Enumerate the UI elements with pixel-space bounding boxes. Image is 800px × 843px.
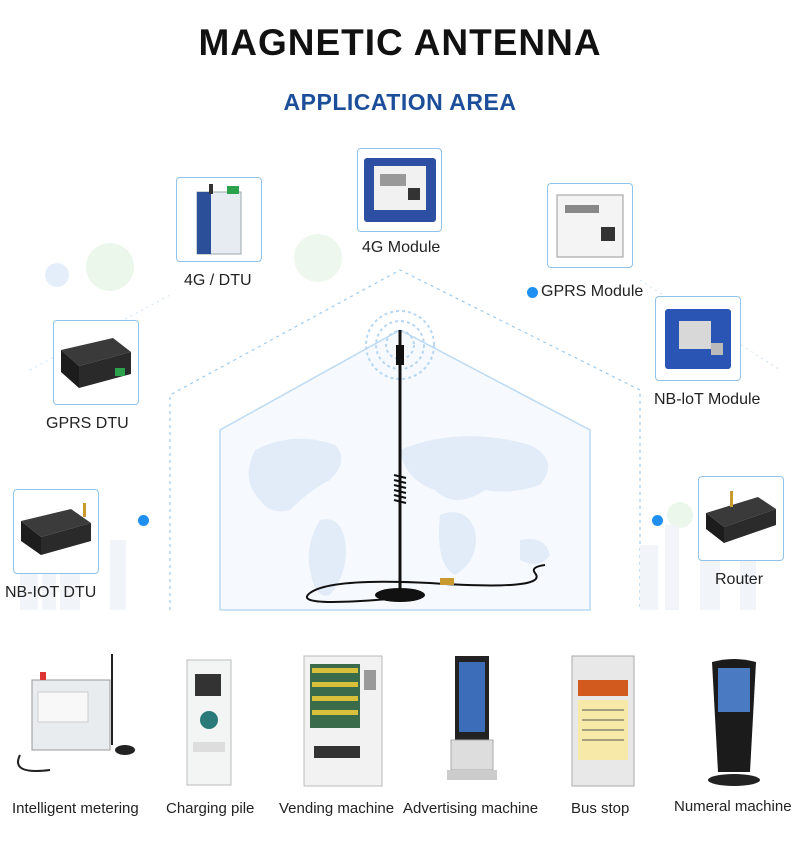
4g-dtu-icon — [196, 183, 242, 254]
module-card-4g-dtu — [176, 177, 262, 262]
advertising-machine-icon — [447, 656, 497, 780]
module-card-gprs-module — [547, 183, 633, 268]
app-label-intelligent-metering: Intelligent metering — [12, 800, 139, 817]
router-icon — [706, 490, 776, 543]
page-title: MAGNETIC ANTENNA — [198, 22, 602, 63]
page-subtitle: APPLICATION AREA — [283, 89, 517, 115]
gprs-module-dot — [527, 287, 538, 298]
app-label-advertising-machine: Advertising machine — [403, 800, 539, 817]
app-numeral-machine — [668, 650, 798, 790]
app-label-charging-pile: Charging pile — [166, 800, 255, 817]
nb-iot-module-icon — [665, 308, 731, 369]
module-card-4g-module — [357, 148, 442, 232]
app-advertising-machine — [405, 650, 535, 790]
module-label-nb-iot-module: NB-loT Module — [654, 391, 761, 408]
gprs-module-icon — [556, 194, 624, 257]
app-label-vending-machine: Vending machine — [279, 800, 395, 817]
app-charging-pile — [145, 650, 275, 790]
app-label-numeral-machine: Numeral machine — [674, 798, 792, 815]
module-card-nb-iot-dtu — [13, 489, 99, 574]
charging-pile-icon — [186, 659, 232, 786]
numeral-machine-icon — [708, 659, 760, 786]
module-label-gprs-dtu: GPRS DTU — [46, 415, 129, 432]
gprs-dtu-icon — [61, 337, 131, 388]
app-intelligent-metering — [10, 650, 140, 790]
module-label-nb-iot-dtu: NB-IOT DTU — [5, 584, 97, 601]
module-card-router — [698, 476, 784, 561]
app-label-bus-stop: Bus stop — [571, 800, 630, 817]
meter-icon — [17, 654, 135, 772]
module-card-gprs-dtu — [53, 320, 139, 405]
module-label-router: Router — [715, 571, 764, 588]
app-vending-machine — [278, 650, 408, 790]
4g-module-icon — [363, 158, 436, 222]
module-label-4g-dtu: 4G / DTU — [184, 272, 252, 289]
nb-iot-dtu-dot — [138, 515, 149, 526]
module-card-nb-iot-module — [655, 296, 741, 381]
vending-machine-icon — [303, 655, 383, 787]
bus-stop-icon — [571, 655, 635, 787]
app-bus-stop — [538, 650, 668, 790]
module-label-gprs-module: GPRS Module — [541, 283, 644, 300]
module-label-4g-module: 4G Module — [362, 239, 441, 256]
router-dot — [652, 515, 663, 526]
nb-iot-dtu-icon — [21, 502, 91, 555]
